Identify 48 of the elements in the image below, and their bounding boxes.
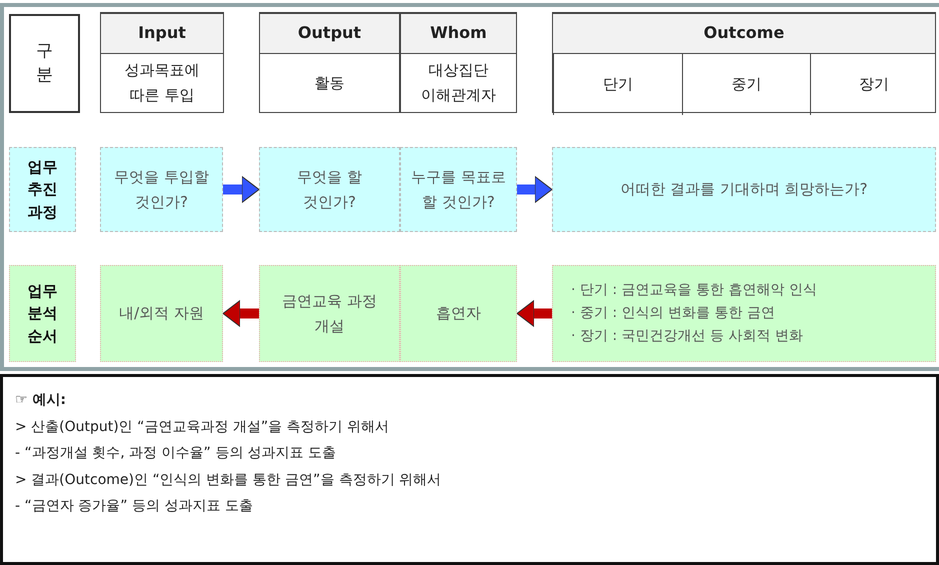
cell-text: 무엇을 투입할 것인가? — [113, 166, 210, 212]
text-line: - “금연자 증가율” 등의 성과지표 도출 — [15, 497, 253, 516]
header-box — [400, 12, 517, 113]
header-box — [100, 12, 224, 113]
cell-text: 구분 — [36, 40, 53, 86]
text-line: · 중기 : 인식의 변화를 통한 금연 — [571, 304, 775, 323]
cell-text: 대상집단 이해관계자 — [420, 60, 497, 106]
cell-text: 단기 — [603, 74, 633, 95]
answer-box — [259, 265, 400, 362]
column-header: Whom — [401, 14, 516, 54]
example-heading: ☞ 예시: — [15, 391, 66, 410]
text-line: - “과정개설 횟수, 과정 이수율” 등의 성과지표 도출 — [15, 444, 336, 464]
cell-text: 성과목표에 따른 투입 — [124, 60, 200, 106]
cell-text: 업무 분석 순서 — [26, 280, 58, 347]
header-box — [552, 12, 936, 113]
cell-text: 중기 — [732, 74, 762, 95]
question-box — [259, 147, 400, 232]
row-header-box — [9, 265, 76, 362]
answer-box — [552, 265, 936, 362]
row-header-box — [9, 147, 76, 232]
arrow — [222, 300, 259, 327]
cell-text: 어떠한 결과를 기대하며 희망하는가? — [619, 179, 869, 200]
cell-text: 활동 — [314, 72, 346, 94]
column-header: Input — [101, 14, 223, 54]
cell-text: 누구를 목표로 할 것인가? — [410, 166, 507, 212]
question-box — [100, 147, 223, 232]
cell-text: 내/외적 자원 — [118, 303, 205, 324]
text-line: > 산출(Output)인 “금연교육과정 개설”을 측정하기 위해서 — [15, 418, 390, 437]
arrow — [516, 300, 552, 327]
column-header: Outcome — [553, 14, 935, 54]
arrow — [223, 176, 260, 203]
text-line: · 단기 : 금연교육을 통한 흡연해악 인식 — [571, 280, 817, 300]
question-box — [552, 147, 936, 232]
header-box — [9, 14, 80, 113]
column-header: Output — [260, 14, 399, 54]
cell-text: 무엇을 할 것인가? — [296, 166, 363, 212]
header-box — [259, 12, 400, 113]
cell-text: 흡연자 — [435, 303, 482, 324]
cell-text: 업무 추진 과정 — [26, 156, 58, 223]
example-panel — [0, 374, 939, 565]
cell-text: 금연교육 과정 개설 — [281, 290, 378, 336]
answer-box — [400, 265, 517, 362]
answer-box — [100, 265, 223, 362]
text-line: > 결과(Outcome)인 “인식의 변화를 통한 금연”을 측정하기 위해서 — [15, 470, 442, 490]
cell-text: 장기 — [859, 74, 889, 95]
question-box — [400, 147, 517, 232]
text-line: · 장기 : 국민건강개선 등 사회적 변화 — [571, 327, 803, 346]
arrow — [517, 176, 552, 203]
